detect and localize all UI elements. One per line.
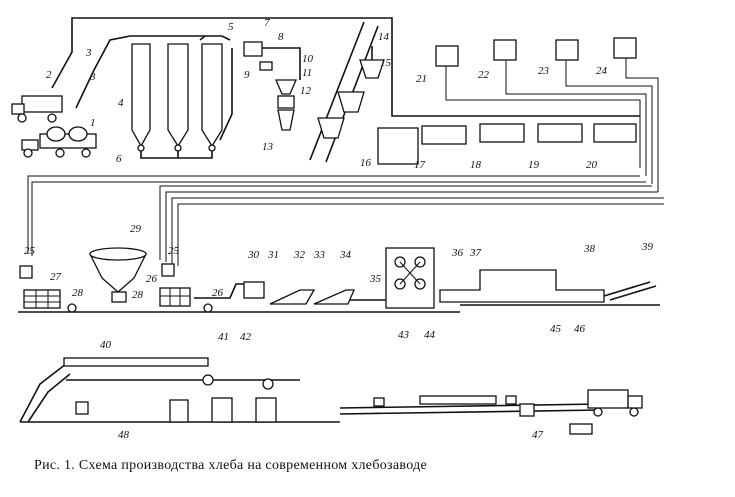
label-47: 47: [532, 429, 544, 441]
label-7: 7: [264, 17, 270, 29]
label-41: 41: [218, 331, 229, 343]
label-14: 14: [378, 31, 390, 43]
label-3b: 3: [89, 71, 96, 83]
label-48: 48: [118, 429, 130, 441]
label-21: 21: [416, 73, 427, 85]
label-35: 35: [369, 273, 382, 285]
label-20: 20: [586, 159, 598, 171]
process-control-boxes: [377, 37, 659, 192]
label-23: 23: [538, 65, 550, 77]
flour-truck-2: [21, 126, 97, 158]
dosing-station-left: [19, 265, 77, 313]
label-4: 4: [118, 97, 124, 109]
label-12: 12: [300, 85, 312, 97]
label-38: 38: [583, 243, 596, 255]
label-13: 13: [262, 141, 274, 153]
label-3a: 3: [85, 47, 92, 59]
dough-kneading-hopper: [88, 247, 148, 303]
bread-trolleys: [75, 374, 277, 423]
flour-truck-1: [11, 95, 63, 123]
figure-caption: Рис. 1. Схема производства хлеба на совр…: [34, 458, 428, 473]
label-17: 17: [414, 159, 426, 171]
label-28b: 28: [132, 289, 144, 301]
label-6: 6: [116, 153, 122, 165]
label-22: 22: [478, 69, 490, 81]
label-34: 34: [339, 249, 352, 261]
label-32: 32: [293, 249, 306, 261]
label-2: 2: [46, 69, 52, 81]
label-25a: 25: [24, 245, 36, 257]
label-33: 33: [313, 249, 326, 261]
label-15: 15: [380, 57, 392, 69]
divider-rounder-conveyors: [243, 281, 386, 305]
dough-floor: [18, 304, 660, 313]
proofer-cabinet: [385, 247, 435, 309]
bread-oven: [439, 269, 657, 303]
delivery-van: [569, 389, 643, 435]
service-bins: [317, 46, 385, 139]
label-18: 18: [470, 159, 482, 171]
label-46: 46: [574, 323, 586, 335]
number-labels: 1 2 3 3 4 5 6 7 8 9 10 11 12 13 14 15 16…: [24, 17, 654, 441]
label-39: 39: [641, 241, 654, 253]
label-43: 43: [398, 329, 410, 341]
control-lines: [27, 175, 664, 266]
sifting-unit: [243, 41, 301, 131]
label-28a: 28: [72, 287, 84, 299]
label-45: 45: [550, 323, 562, 335]
label-8: 8: [278, 31, 284, 43]
label-40: 40: [100, 339, 112, 351]
label-42: 42: [240, 331, 252, 343]
label-24: 24: [596, 65, 608, 77]
label-11: 11: [302, 67, 312, 79]
flour-supply-pipelines: [51, 17, 393, 141]
label-30: 30: [247, 249, 260, 261]
label-26b: 26: [212, 287, 224, 299]
label-10: 10: [302, 53, 314, 65]
label-44: 44: [424, 329, 436, 341]
label-1: 1: [90, 117, 96, 129]
label-31: 31: [267, 249, 279, 261]
dosing-station-mid: [159, 263, 260, 313]
label-5: 5: [228, 21, 234, 33]
label-19: 19: [528, 159, 540, 171]
label-27: 27: [50, 271, 62, 283]
label-26a: 26: [146, 273, 158, 285]
label-29: 29: [130, 223, 142, 235]
label-37: 37: [469, 247, 482, 259]
dispatch-conveyor: [339, 395, 601, 417]
label-16: 16: [360, 157, 372, 169]
flour-silos: [131, 43, 223, 159]
label-9: 9: [244, 69, 250, 81]
label-25b: 25: [168, 245, 180, 257]
label-36: 36: [451, 247, 464, 259]
